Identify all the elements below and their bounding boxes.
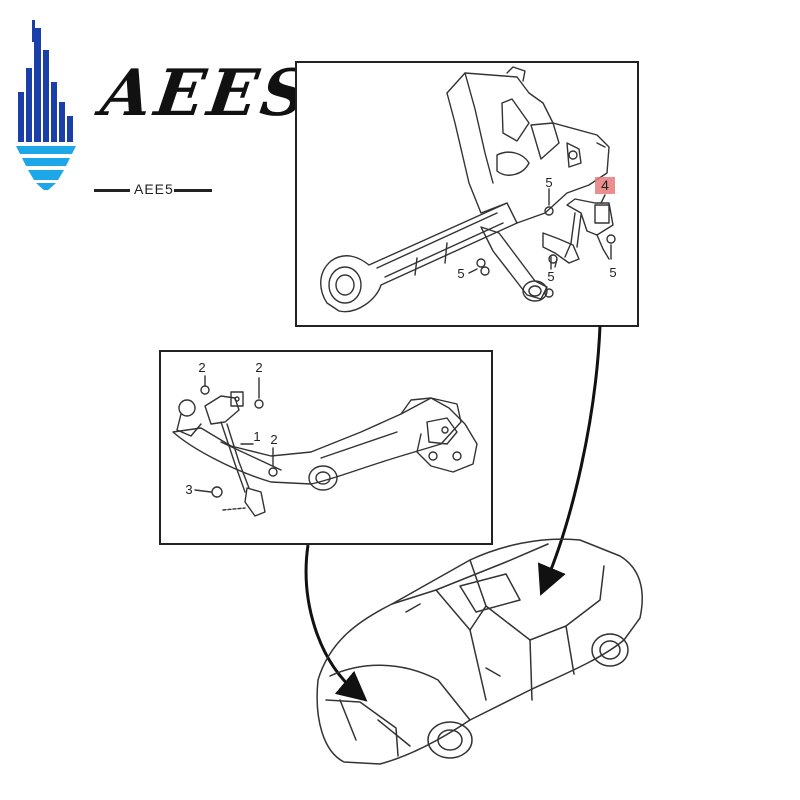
rear-subframe-drawing: 4 5 5 5 5	[320, 66, 617, 313]
front-suspension-diagram: 2 2 1 2 3	[159, 350, 493, 545]
brand-divider-right	[174, 189, 212, 192]
callout-3: 3	[185, 482, 192, 497]
callout-1: 1	[253, 429, 260, 444]
front-control-arm-drawing: 2 2 1 2 3	[172, 360, 478, 517]
brand-logo: AEES AEE5	[14, 20, 317, 197]
callout-2-right: 2	[255, 360, 262, 375]
callout-2-middle: 2	[270, 432, 277, 447]
callout-2-left: 2	[198, 360, 205, 375]
rear-leader-arrow	[537, 325, 602, 596]
callout-5-left: 5	[457, 266, 464, 281]
front-leader-arrow	[304, 544, 368, 702]
brand-subtitle: AEE5	[134, 181, 174, 197]
brand-name: AEES	[96, 56, 317, 131]
rear-suspension-diagram: 4 5 5 5 5	[295, 61, 639, 327]
callout-5-top: 5	[545, 175, 552, 190]
callout-5-middle: 5	[547, 269, 554, 284]
brand-divider-left	[94, 189, 130, 192]
callout-5-right: 5	[609, 265, 616, 280]
brand-subtitle-row: AEE5	[94, 180, 212, 200]
highlight-badge	[595, 177, 615, 194]
brand-mark-icon	[16, 20, 76, 190]
sedan-outline-icon	[316, 538, 643, 765]
callout-4: 4	[601, 177, 609, 193]
